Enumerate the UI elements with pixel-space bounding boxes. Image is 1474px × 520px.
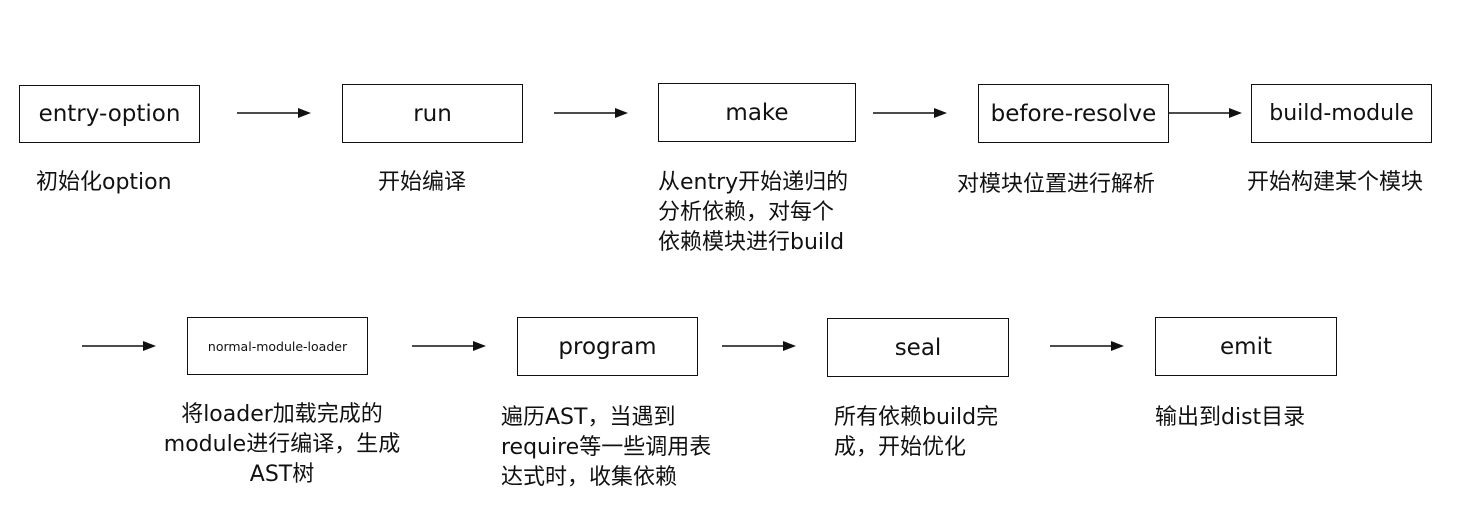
step-label: seal <box>894 334 942 361</box>
flow-arrow <box>554 106 628 120</box>
step-description: 对模块位置进行解析 <box>957 172 1156 197</box>
step-box-program: program <box>517 317 698 376</box>
step-description: 开始构建某个模块 <box>1247 170 1424 195</box>
step-box-before-resolve: before-resolve <box>978 84 1169 143</box>
step-label: make <box>725 99 789 126</box>
step-box-build-module: build-module <box>1251 84 1432 143</box>
step-box-make: make <box>658 83 856 142</box>
step-label: normal-module-loader <box>207 338 348 354</box>
flow-arrow <box>82 339 156 353</box>
step-description: 输出到dist目录 <box>1155 405 1306 430</box>
step-description: 从entry开始递归的 分析依赖，对每个 依赖模块进行build <box>658 170 849 255</box>
flow-arrow <box>1169 106 1242 120</box>
flow-arrow <box>873 106 947 120</box>
step-label: emit <box>1220 333 1272 360</box>
step-label: program <box>558 333 657 360</box>
step-description: 所有依赖build完 成，开始优化 <box>834 405 999 460</box>
step-label: run <box>413 100 452 127</box>
step-box-normal-module-loader: normal-module-loader <box>187 317 368 375</box>
step-label: build-module <box>1269 101 1414 126</box>
flow-arrow <box>1050 339 1124 353</box>
step-box-entry-option: entry-option <box>19 85 200 143</box>
step-box-emit: emit <box>1155 317 1337 376</box>
step-description: 遍历AST，当遇到 require等一些调用表 达式时，收集依赖 <box>501 405 712 490</box>
step-box-seal: seal <box>827 318 1009 377</box>
step-description: 初始化option <box>36 170 172 195</box>
step-label: before-resolve <box>990 100 1157 127</box>
step-description: 开始编译 <box>378 170 467 195</box>
step-description: 将loader加载完成的 module进行编译，生成 AST树 <box>163 402 401 487</box>
flow-arrow <box>237 106 311 120</box>
flow-arrow <box>722 339 796 353</box>
step-label: entry-option <box>38 101 181 127</box>
flow-arrow <box>412 339 486 353</box>
step-box-run: run <box>342 84 523 143</box>
